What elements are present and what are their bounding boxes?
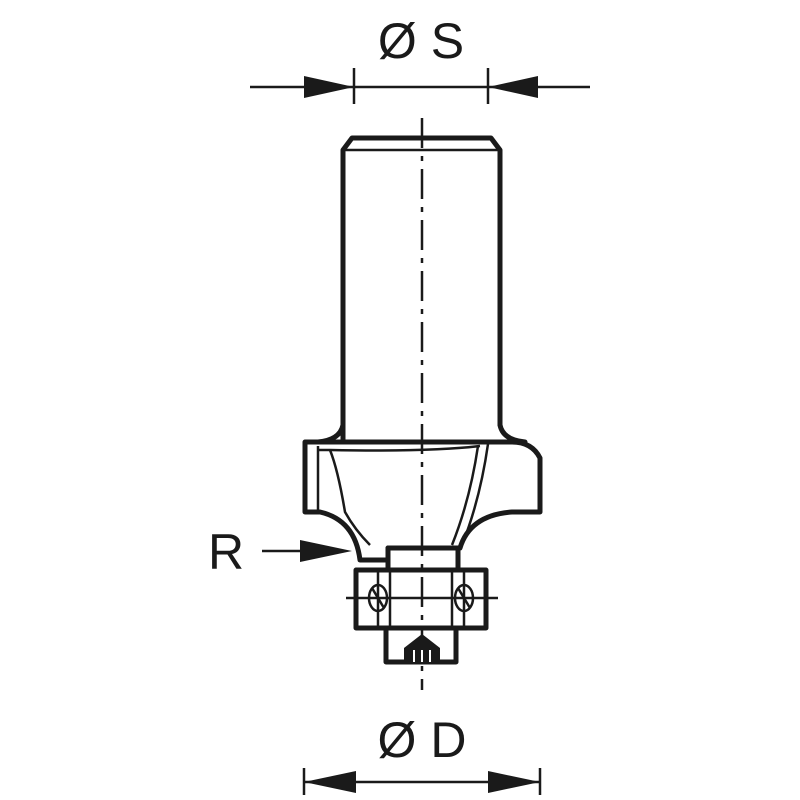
router-bit-icon (302, 135, 543, 563)
bearing-icon (346, 545, 498, 665)
radius-label: R (208, 524, 244, 580)
radius-arrow (300, 540, 352, 562)
shank-arrow-left (304, 76, 354, 98)
cutting-dimension: Ø D (302, 712, 542, 795)
shank-dimension: Ø S (250, 13, 590, 104)
shank-arrow-right (488, 76, 538, 98)
shank (340, 135, 503, 443)
cutting-arrow-right (488, 771, 540, 793)
cutting-arrow-left (304, 771, 356, 793)
cutting-diameter-label: Ø D (378, 712, 467, 768)
radius-callout: R (208, 524, 352, 580)
shank-diameter-label: Ø S (378, 13, 464, 69)
